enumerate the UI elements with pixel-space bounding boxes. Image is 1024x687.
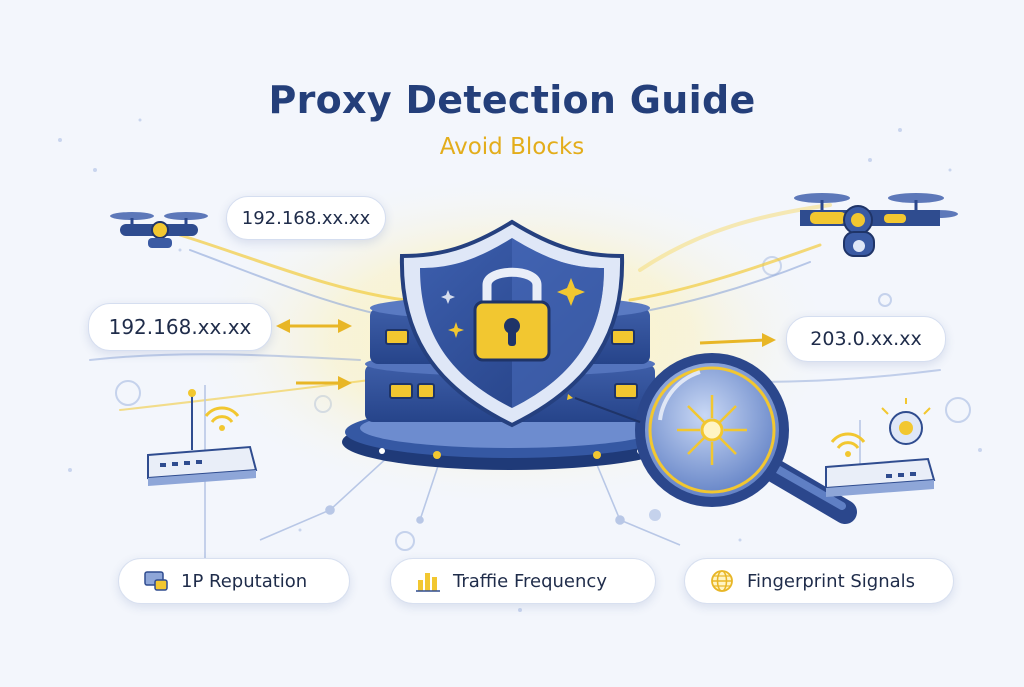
page-title: Proxy Detection Guide [268,78,756,122]
signal-chip-ip-reputation: 1P Reputation [118,558,350,604]
signal-chip-label: 1P Reputation [181,570,308,592]
arrow-left-bidirectional [276,319,352,333]
ip-label-mid-left: 192.168.xx.xx [88,303,272,351]
ip-label-top-left: 192.168.xx.xx [226,196,386,240]
shield-lock-icon [399,219,625,428]
magnifying-glass-icon [567,353,857,524]
arrow-right-out [699,333,776,347]
router-icon [147,389,258,486]
signal-chip-traffic-frequency: Traffie Frequency [390,558,656,604]
signal-chip-label: Traffie Frequency [453,570,607,592]
signal-chip-fingerprint-signals: Fingerprint Signals [684,558,954,604]
ip-label-text: 203.0.xx.xx [810,328,922,350]
page-subtitle: Avoid Blocks [439,134,585,160]
drone-icon [110,212,208,248]
ip-label-text: 192.168.xx.xx [108,315,252,339]
ip-label-text: 192.168.xx.xx [241,207,371,229]
background-dots [58,118,982,612]
drone-icon [794,193,958,257]
ip-label-right: 203.0.xx.xx [786,316,946,362]
signal-chip-label: Fingerprint Signals [747,570,916,592]
bar-chart-icon [415,568,441,594]
monitor-icon [143,568,169,594]
router-icon [825,398,936,497]
globe-icon [709,568,735,594]
arrow-left-in [296,376,352,390]
